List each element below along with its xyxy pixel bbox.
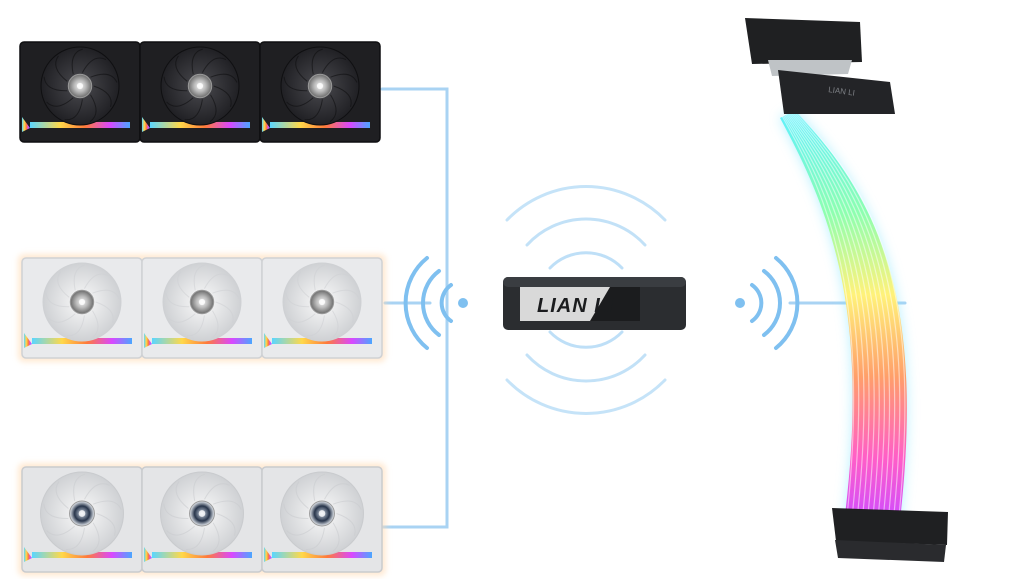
- wireless-signal-icon: [403, 256, 468, 350]
- fan-unit: [141, 257, 263, 359]
- signal-line-bottom: [380, 303, 449, 529]
- cable-connector-top: LIAN LI: [745, 18, 895, 114]
- fan-unit: [139, 41, 261, 143]
- fan-unit: [21, 257, 143, 359]
- dongle-brand-label: LIAN LI: [537, 295, 614, 317]
- wireless-dongle: LIAN LI: [503, 277, 686, 330]
- rgb-extension-cable: LIAN LI: [745, 18, 948, 562]
- fan-group-black: [19, 41, 381, 143]
- fan-unit: [19, 41, 141, 143]
- fan-group-white-mirror: [18, 463, 386, 576]
- fan-groups: [18, 41, 386, 576]
- wireless-signal-icon: [735, 256, 800, 350]
- fan-unit: [259, 41, 381, 143]
- cable-connector-bottom: [832, 508, 948, 562]
- wireless-waves: [505, 185, 667, 415]
- fan-unit: [21, 466, 143, 573]
- fan-unit: [261, 257, 383, 359]
- fan-unit: [261, 466, 383, 573]
- fan-unit: [141, 466, 263, 573]
- signal-line-top: [380, 87, 449, 307]
- fan-group-white: [18, 254, 386, 362]
- connector-marking: LIAN LI: [828, 85, 856, 98]
